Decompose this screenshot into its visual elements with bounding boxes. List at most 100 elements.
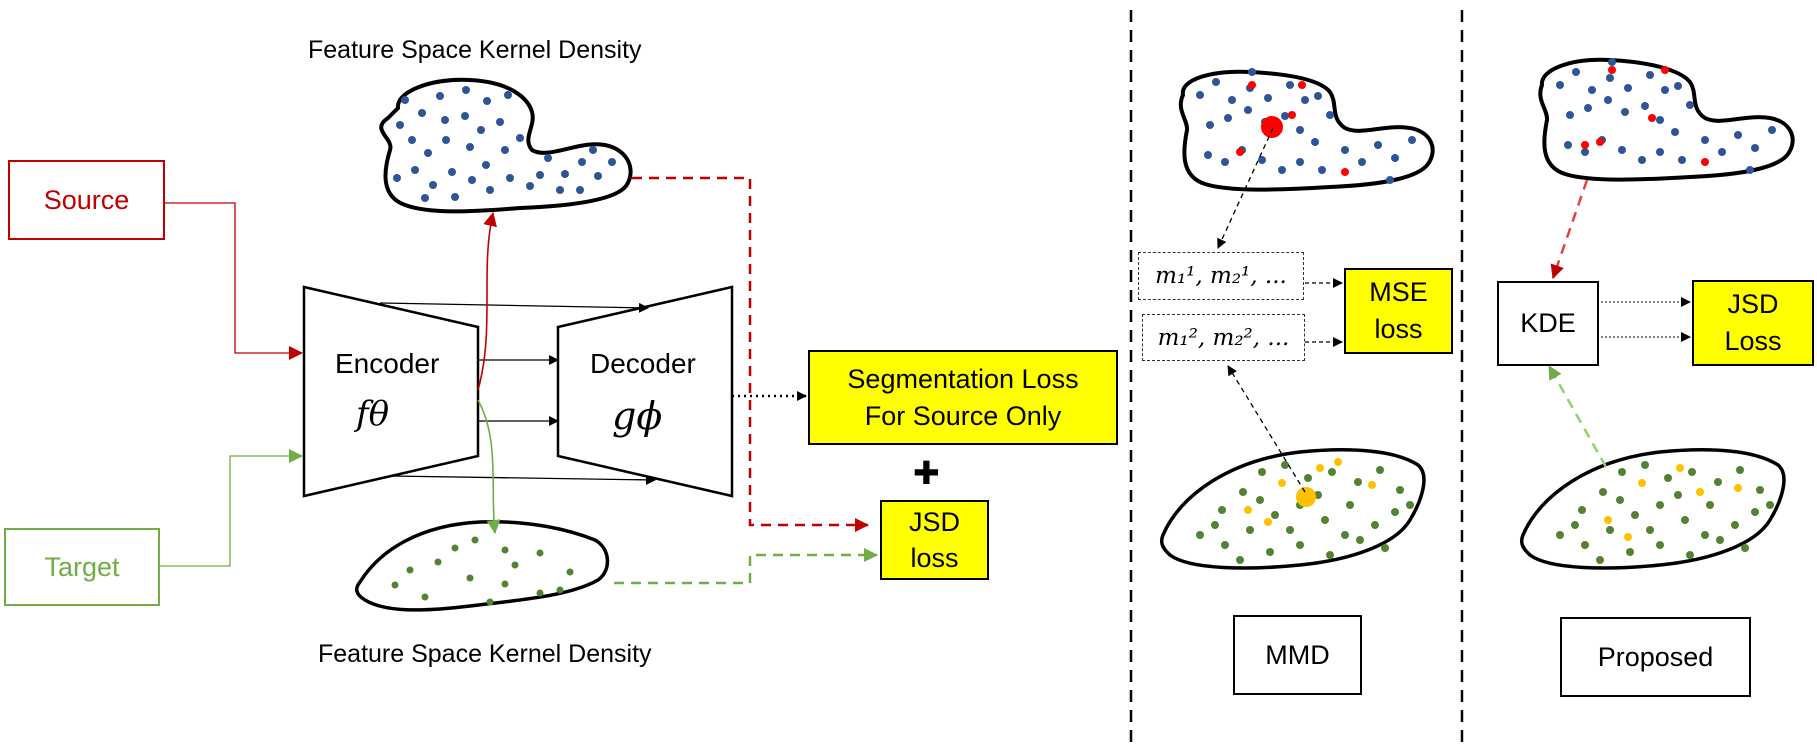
target-feature-points [391,536,574,606]
feature-point [1718,148,1726,156]
feature-point [1584,104,1592,112]
feature-point [468,176,476,184]
feature-point [1604,96,1612,104]
feature-point [461,112,469,120]
feature-point [1624,84,1632,92]
feature-point [589,146,597,154]
feature-point [401,96,409,104]
mse-loss-box: MSE loss [1344,268,1453,354]
feature-point [1316,464,1324,472]
feature-point [1646,526,1654,534]
feature-point [1714,478,1722,486]
feature-point [1756,486,1764,494]
feature-point [1572,68,1580,76]
decoder-symbol: gϕ [612,394,663,438]
feature-point [1196,91,1204,99]
feature-point [1608,66,1616,74]
feature-point [504,91,512,99]
feature-point [594,172,602,180]
proposed-caption: Proposed [1597,641,1714,672]
feature-point [1239,488,1247,496]
feature-point [496,118,504,126]
feature-point [1686,551,1694,559]
feature-point [1261,116,1283,138]
feature-point [1206,121,1214,129]
feature-point [424,149,432,157]
mmd-source-blob [1178,69,1435,192]
feature-point [1641,102,1649,110]
feature-point [448,168,456,176]
feature-point [1368,481,1376,489]
feature-point [406,566,414,574]
feature-point [1228,96,1236,104]
proposed-source-to-kde-arrow [1550,179,1589,279]
feature-point [516,134,524,142]
feature-point [1656,148,1664,156]
feature-point [442,136,450,144]
feature-point [429,181,437,189]
feature-point [466,574,474,582]
feature-point [1581,541,1589,549]
moments-source-text: m₁¹, m₂¹, ... [1155,263,1287,289]
feature-point [1286,81,1294,89]
feature-point [471,536,479,544]
feature-point [1686,101,1694,109]
proposed-target-to-kde-arrow [1547,365,1608,468]
segmentation-loss-line2: For Source Only [864,400,1062,431]
feature-point [393,174,401,182]
feature-point [482,161,490,169]
feature-point [1321,516,1329,524]
feature-point [1298,81,1306,89]
target-density-to-jsd-arrow [614,548,878,585]
feature-point [1281,112,1289,120]
feature-point [1596,138,1604,146]
feature-point [1346,501,1354,509]
feature-point [1706,501,1714,509]
feature-point [436,92,444,100]
feature-point [1328,468,1336,476]
feature-point [1266,548,1274,556]
feature-point [1624,533,1632,541]
feature-point [511,561,519,569]
feature-point [1408,136,1416,144]
feature-point [1326,111,1334,119]
feature-point [1681,516,1689,524]
segmentation-loss-box: Segmentation Loss For Source Only [808,350,1118,445]
feature-point [1641,461,1649,469]
feature-point [1618,146,1626,154]
feature-point [536,589,544,597]
proposed-jsd-loss-line1: JSD [1727,289,1779,319]
feature-point [1656,501,1664,509]
feature-point [578,158,586,166]
feature-point [1621,108,1629,116]
feature-point [451,544,459,552]
feature-point [1736,466,1744,474]
feature-point [1656,116,1664,124]
feature-point [566,568,574,576]
feature-point [1599,488,1607,496]
feature-point [1236,148,1244,156]
feature-point [1766,501,1774,509]
feature-point [1604,516,1612,524]
moments-target-text: m₁², m₂², ... [1157,324,1290,351]
kde-box: KDE [1497,281,1599,366]
feature-point [1616,496,1624,504]
feature-point [1746,166,1754,174]
feature-point [1626,548,1634,556]
feature-point [1646,71,1654,79]
feature-point [1618,468,1626,476]
mse-loss-line2: loss [1374,314,1423,344]
feature-point [1688,468,1696,476]
feature-point [1656,541,1664,549]
target-input-box: Target [4,528,160,606]
feature-point [1296,126,1304,134]
feature-point [1278,166,1286,174]
feature-point [1221,158,1229,166]
target-to-encoder-arrow [158,449,303,567]
feature-point [1734,131,1742,139]
mmd-source-points [1196,68,1416,184]
feature-point [1386,176,1394,184]
feature-point [421,593,429,601]
feature-point [396,121,404,129]
feature-point [1596,556,1604,564]
